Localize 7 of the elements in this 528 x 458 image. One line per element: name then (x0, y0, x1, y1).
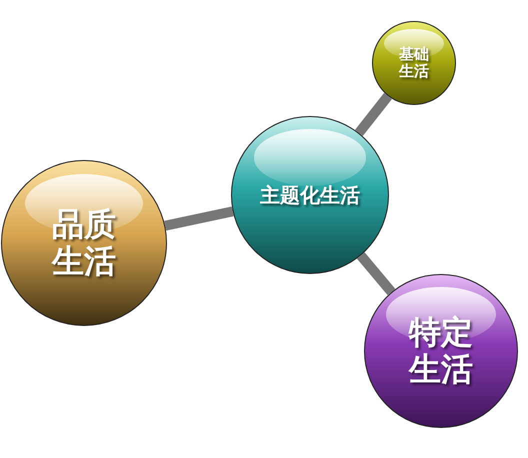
node-label: 品质生活 (50, 206, 117, 280)
node-label: 主题化生活 (260, 184, 360, 206)
node-label: 基础生活 (398, 46, 430, 80)
connector-rod (356, 252, 396, 296)
connector-rod (164, 206, 234, 231)
connector-rod (354, 92, 392, 136)
node-label: 特定生活 (407, 314, 474, 388)
